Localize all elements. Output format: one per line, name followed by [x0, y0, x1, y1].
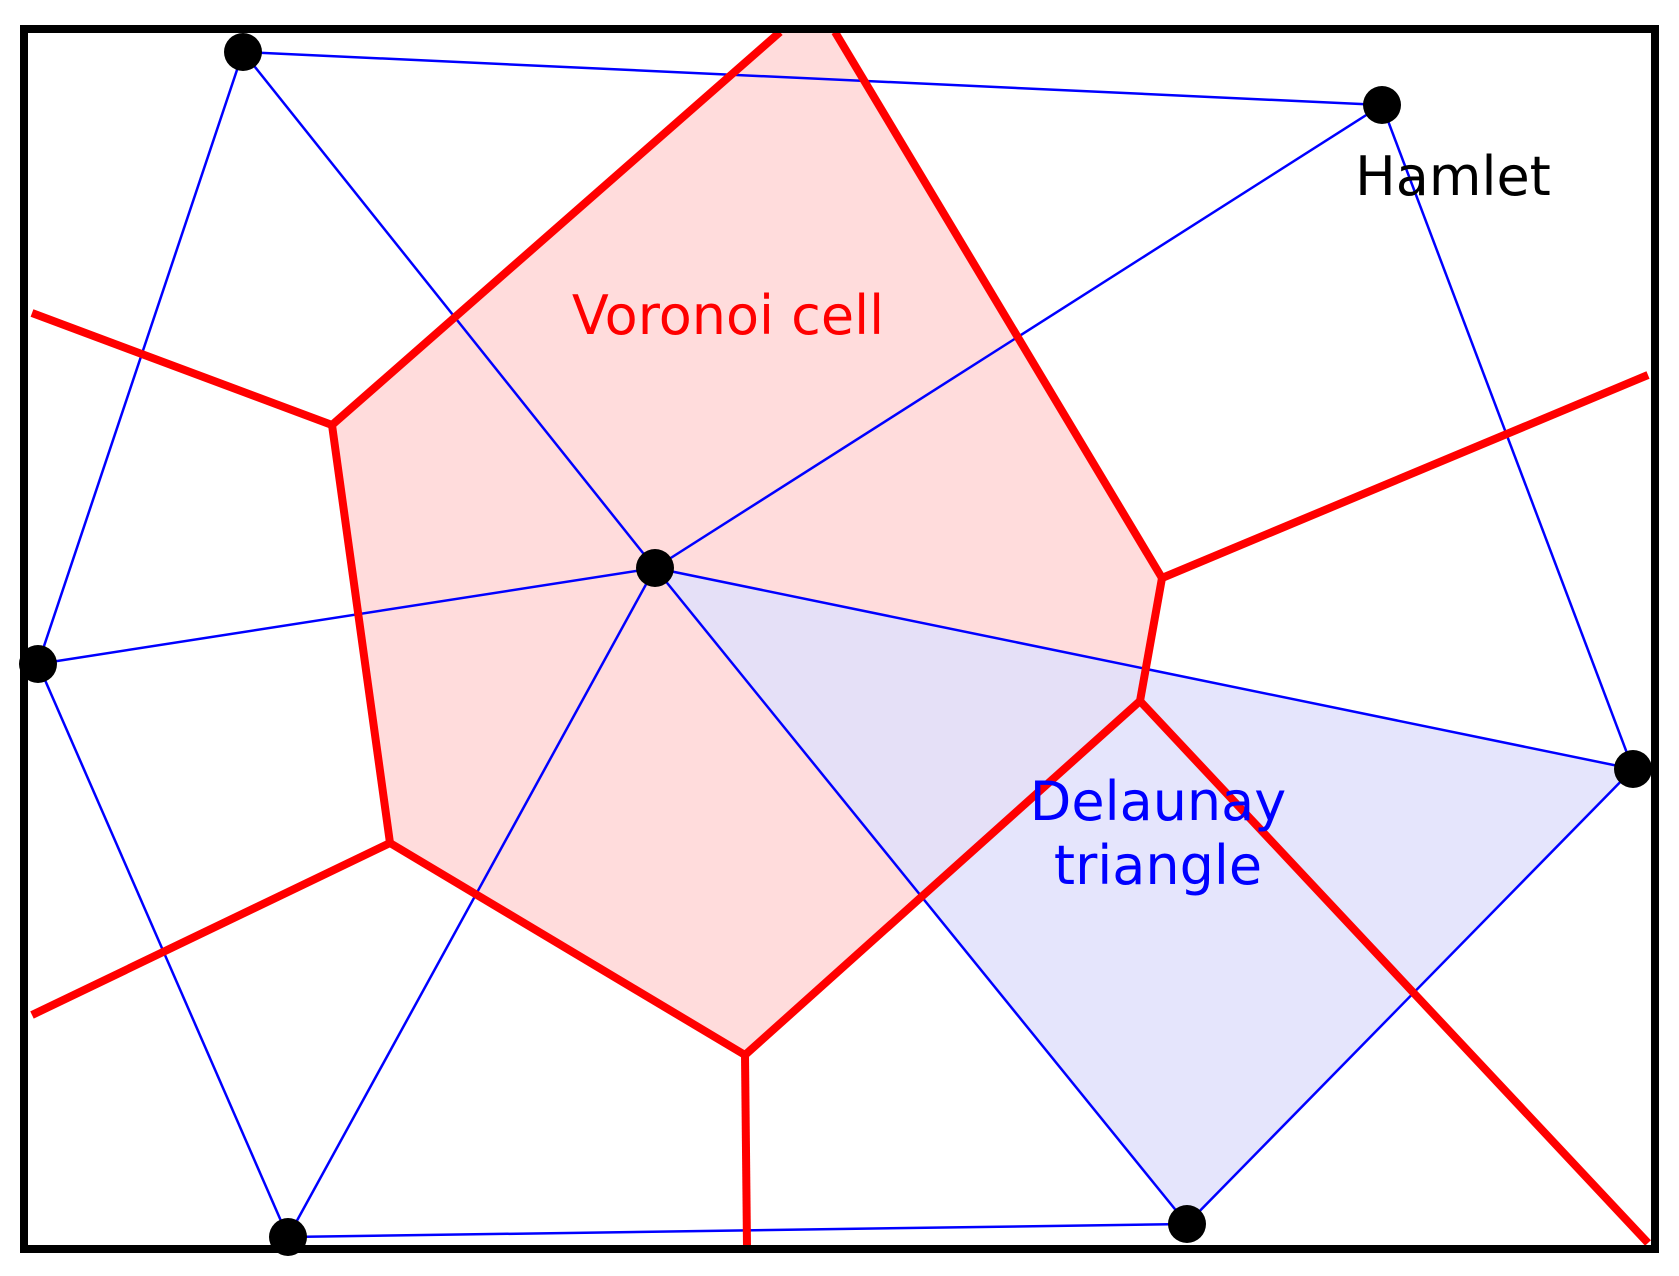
voronoi-edge [387, 839, 748, 1059]
voronoi-edge [1136, 577, 1166, 702]
delaunay-edge [1186, 768, 1634, 1225]
voronoi-edges [30, 28, 1651, 1248]
delaunay-edge [242, 51, 656, 569]
voronoi-edge [741, 1054, 751, 1248]
delaunay-triangle-label-line2: triangle [1054, 834, 1262, 897]
site-point [224, 33, 262, 71]
delaunay-edge [36, 51, 245, 665]
voronoi-edge [1160, 371, 1650, 582]
site-point [1168, 1205, 1206, 1243]
sites [19, 33, 1652, 1256]
voronoi-edge [328, 424, 394, 844]
delaunay-edge [287, 1222, 1188, 1239]
voronoi-edge [1137, 698, 1651, 1246]
site-point [1614, 750, 1652, 788]
voronoi-edge [329, 28, 783, 429]
delaunay-triangle-fill [655, 568, 1633, 1224]
delaunay-edge [286, 567, 657, 1238]
delaunay-edge [37, 566, 656, 666]
voronoi-edge [831, 29, 1166, 581]
diagram-frame [20, 25, 1659, 1253]
voronoi-edge [742, 698, 1143, 1058]
site-point [19, 645, 57, 683]
hamlet-label: Hamlet [1355, 145, 1551, 208]
voronoi-cell-label: Voronoi cell [572, 284, 884, 347]
site-point [269, 1218, 307, 1256]
site-point [1363, 86, 1401, 124]
voronoi-edge [30, 839, 392, 1019]
delaunay-triangle-label-line1: Delaunay [1030, 770, 1286, 833]
voronoi-edge [30, 309, 334, 429]
delaunay-edge [242, 50, 1383, 107]
site-point [636, 549, 674, 587]
